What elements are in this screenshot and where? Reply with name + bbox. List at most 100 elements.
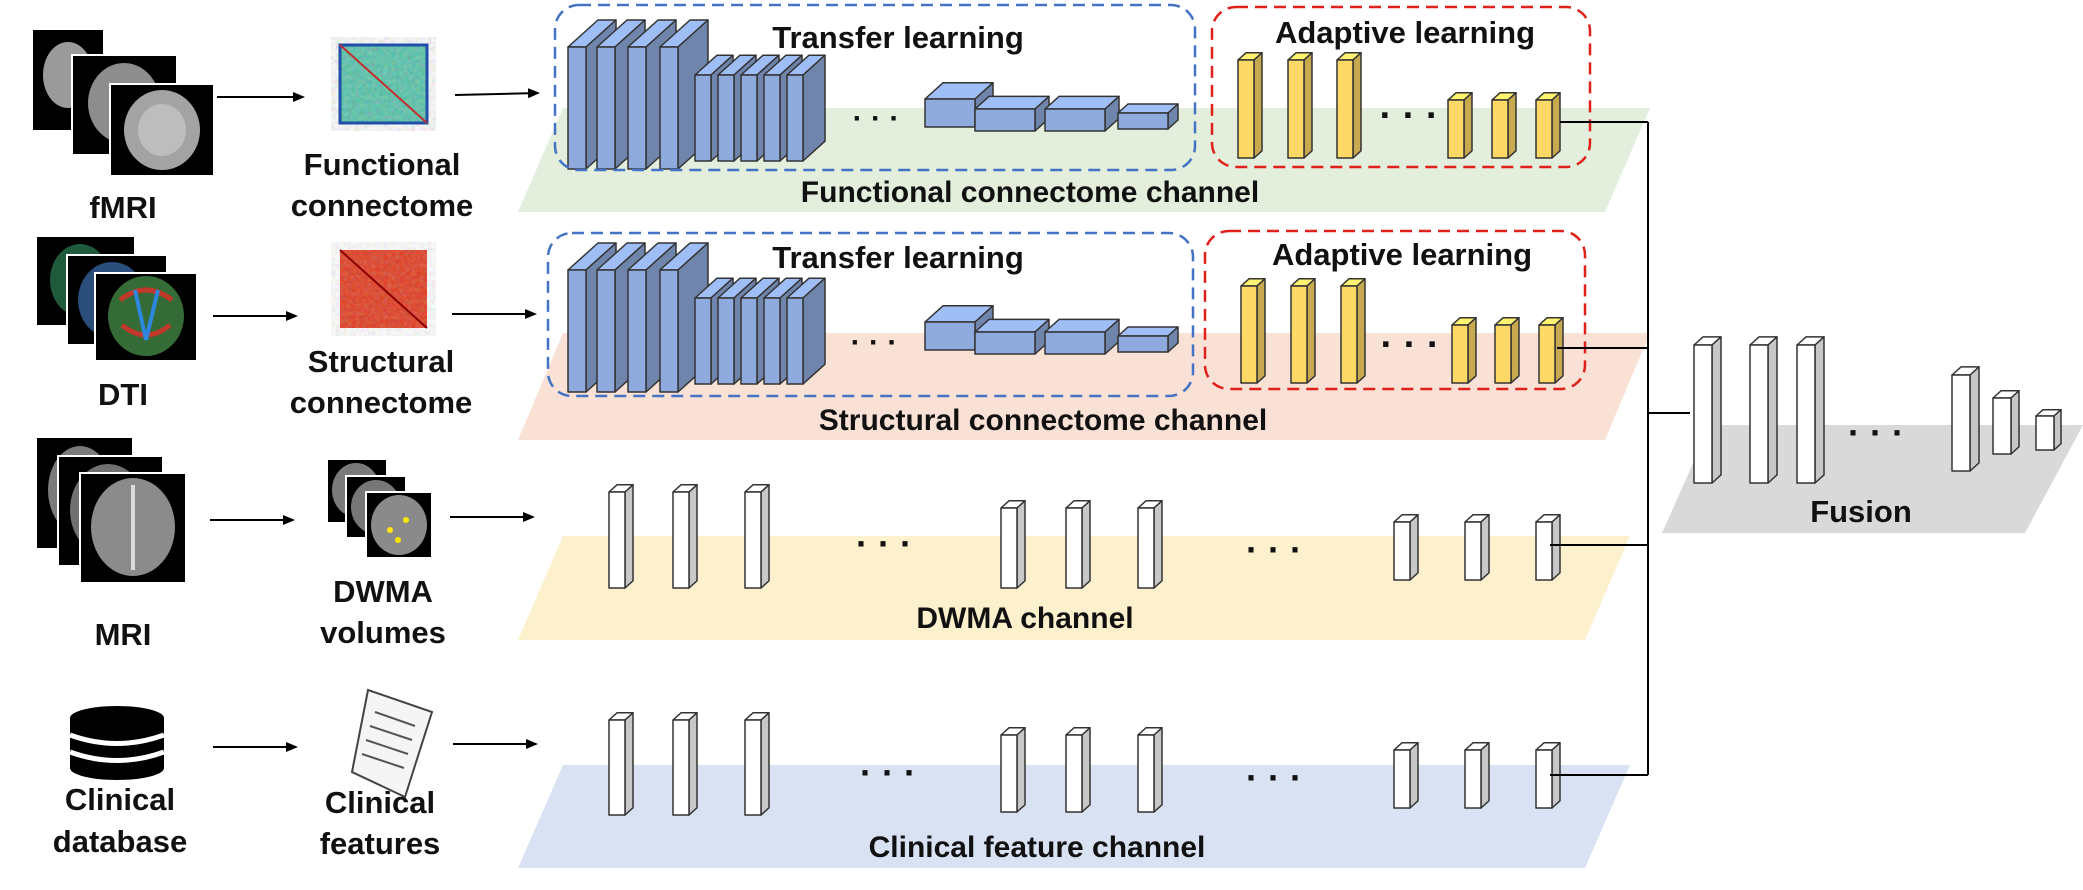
functional-fc-0-front (924, 98, 976, 128)
dwma-tall-0-side (624, 484, 634, 589)
ellipsis-adaptive-1: · · · (1379, 95, 1438, 137)
clinical-mid-0-side (1016, 727, 1026, 813)
functional-adaptive-tall-0-front (1237, 59, 1255, 159)
functional-conv-mid-0-front (694, 74, 712, 162)
clinical-document-icon (350, 688, 434, 799)
feature-label-structural-line1: Structural (308, 344, 454, 379)
functional-adaptive-tall-1-side (1303, 52, 1313, 159)
functional-adaptive-tall-1-front (1287, 59, 1305, 159)
functional-adaptive-tall-2-side (1352, 52, 1362, 159)
clinical-tall-2-front (744, 719, 762, 816)
clinical-mid-1-front (1065, 734, 1083, 813)
structural-conv-large-3-front (659, 269, 679, 393)
clinical-small-1-front (1464, 749, 1482, 809)
structural-adaptive-short-0-side (1467, 317, 1477, 384)
clinical-small-0-front (1393, 749, 1411, 809)
structural-adaptive-tall-1-side (1306, 278, 1316, 384)
functional-adaptive-short-0-front (1447, 99, 1465, 159)
dwma-mid-2-side (1153, 500, 1163, 589)
structural-conv-mid-2-front (740, 297, 758, 385)
functional-adaptive-tall-0-side (1253, 52, 1263, 159)
clinical-tall-2-side (760, 712, 770, 816)
ellipsis-clinical-1: · · · (860, 752, 916, 793)
functional-conv-mid-4-side (802, 54, 826, 162)
structural-fc-3-front (1117, 335, 1169, 353)
dti-image-stack (37, 237, 198, 362)
fusion-mid-1-side (2010, 390, 2020, 455)
transfer-learning-label-2: Transfer learning (772, 240, 1024, 275)
feature-label-clinical-line1: Clinical (325, 785, 435, 820)
functional-conv-large-1-front (596, 46, 616, 170)
adaptive-learning-label-2: Adaptive learning (1272, 237, 1532, 272)
structural-adaptive-short-1-side (1510, 317, 1520, 384)
dwma-mid-2-front (1137, 507, 1155, 589)
structural-conv-large-2-front (627, 269, 647, 393)
structural-fc-1-front (974, 331, 1036, 355)
fusion-tall-1-side (1767, 336, 1778, 484)
dwma-small-2-front (1535, 521, 1553, 581)
fusion-mid-1-front (1992, 397, 2012, 455)
database-icon (69, 706, 165, 780)
channel-title-clinical: Clinical feature channel (869, 831, 1206, 864)
functional-adaptive-short-0-side (1463, 92, 1473, 159)
network-blocks (567, 19, 2062, 816)
structural-conv-mid-1-front (717, 297, 735, 385)
adaptive-learning-box-1 (1210, 5, 1592, 169)
clinical-tall-1-side (688, 712, 698, 816)
clinical-tall-1-front (672, 719, 690, 816)
fusion-tall-2-front (1796, 344, 1816, 484)
input-label-mri: MRI (95, 617, 152, 652)
clinical-mid-0-front (1000, 734, 1018, 813)
clinical-channel-platform (518, 765, 1630, 868)
dwma-tall-1-front (672, 491, 690, 589)
ellipsis-adaptive-2: · · · (1380, 324, 1439, 366)
structural-adaptive-short-1-front (1494, 324, 1512, 384)
fusion-mid-0-side (1969, 366, 1980, 472)
input-label-clinical-database-line1: Clinical (65, 782, 175, 817)
dwma-mid-0-side (1016, 500, 1026, 589)
structural-conv-large-0-front (567, 269, 587, 393)
channel-title-dwma: DWMA channel (916, 602, 1133, 635)
channel-title-structural: Structural connectome channel (819, 404, 1267, 437)
dwma-mid-1-front (1065, 507, 1083, 589)
structural-adaptive-tall-0-front (1240, 285, 1258, 384)
dwma-small-1-side (1480, 514, 1490, 581)
structural-adaptive-short-2-side (1554, 317, 1564, 384)
fusion-title: Fusion (1810, 494, 1912, 529)
transfer-learning-label-1: Transfer learning (772, 20, 1024, 55)
fusion-mid-0-front (1951, 374, 1971, 472)
mri-image-stack (37, 438, 187, 584)
structural-adaptive-short-2-front (1538, 324, 1556, 384)
clinical-mid-1-side (1081, 727, 1091, 813)
clinical-tall-0-side (624, 712, 634, 816)
transfer-learning-box-1 (553, 3, 1197, 172)
functional-conv-mid-4-front (786, 74, 804, 162)
feature-label-structural-line2: connectome (290, 385, 473, 420)
transfer-learning-box-2 (546, 231, 1195, 398)
adaptive-learning-box-2 (1203, 229, 1587, 391)
dwma-small-0-front (1393, 521, 1411, 581)
feature-label-dwma-line1: DWMA (333, 574, 433, 609)
functional-conv-large-0-front (567, 46, 587, 170)
structural-conv-mid-4-front (786, 297, 804, 385)
structural-conv-mid-0-front (694, 297, 712, 385)
structural-adaptive-tall-0-side (1256, 278, 1266, 384)
functional-adaptive-tall-2-front (1336, 59, 1354, 159)
functional-adaptive-short-1-side (1507, 92, 1517, 159)
channel-title-functional: Functional connectome channel (801, 176, 1259, 209)
arrow-fc-to-channel (454, 88, 540, 99)
functional-conv-mid-2-front (740, 74, 758, 162)
dwma-small-2-side (1551, 514, 1561, 581)
structural-conv-mid-4-side (802, 277, 826, 385)
structural-fc-2-front (1044, 331, 1106, 355)
clinical-small-2-front (1535, 749, 1553, 809)
clinical-small-0-side (1409, 742, 1419, 809)
structural-fc-0-front (924, 321, 976, 351)
structural-adaptive-tall-1-front (1290, 285, 1308, 384)
fusion-small-0-front (2035, 415, 2055, 451)
clinical-tall-0-front (608, 719, 626, 816)
dwma-mid-0-front (1000, 507, 1018, 589)
fusion-connectors (1550, 121, 1690, 776)
ellipsis-dwma-1: · · · (856, 523, 912, 564)
